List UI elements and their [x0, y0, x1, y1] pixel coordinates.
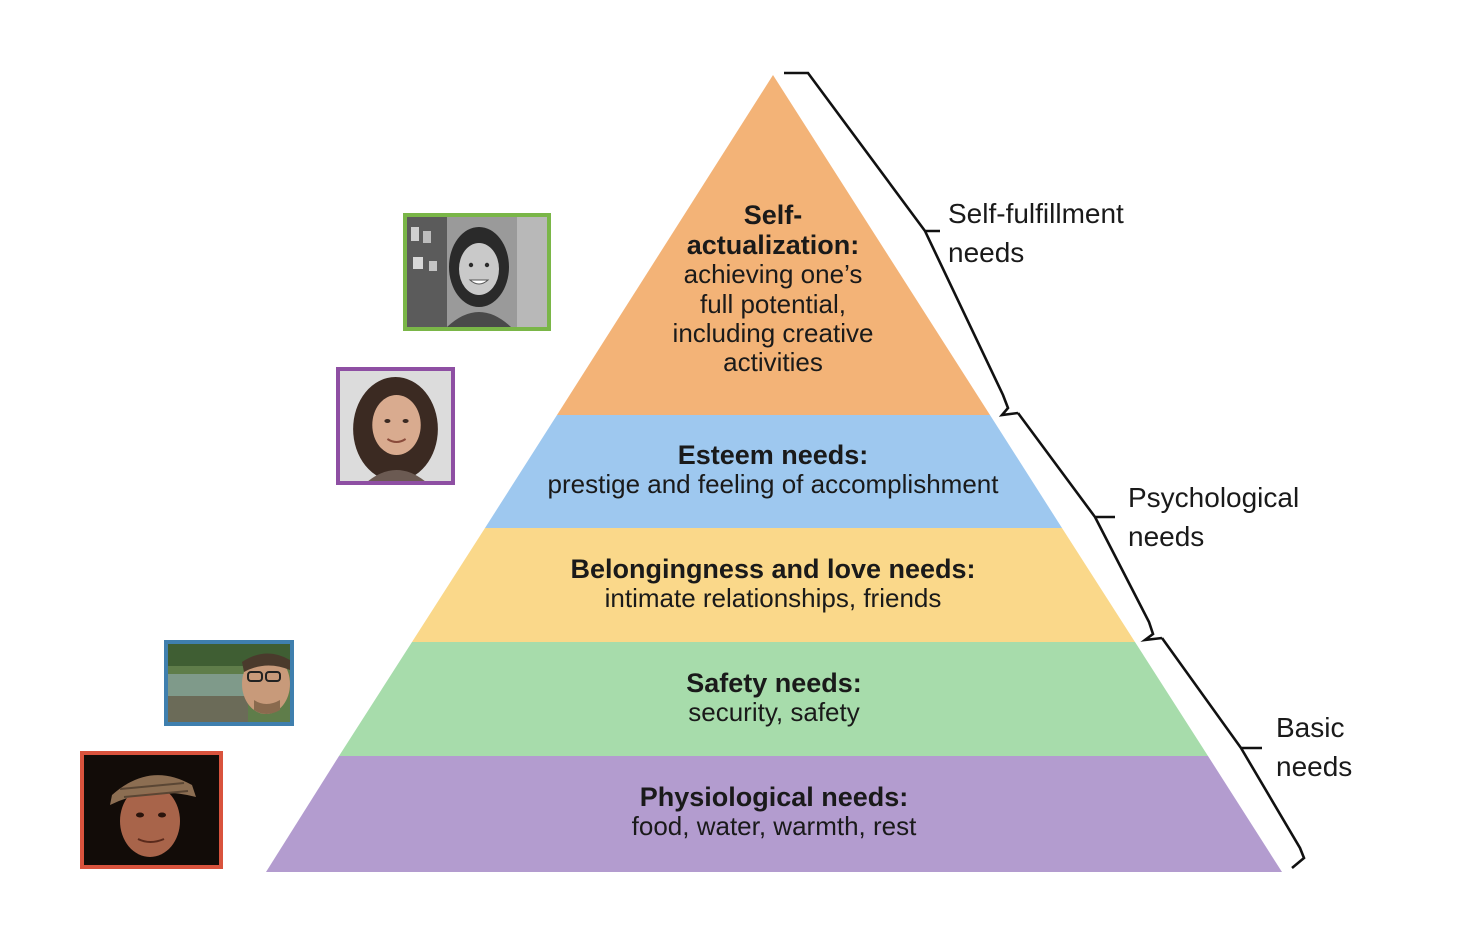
tier-self-desc: achieving one’s full potential, includin… — [672, 259, 874, 377]
tier-physio-text: Physiological needs: food, water, warmth… — [474, 782, 1074, 841]
brace-self-fulfillment — [784, 71, 1019, 417]
tier-physio-title: Physiological needs: — [639, 782, 909, 812]
tier-esteem-title: Esteem needs: — [677, 440, 869, 470]
tier-safety-desc: security, safety — [688, 697, 860, 728]
tier-esteem-text: Esteem needs: prestige and feeling of ac… — [500, 440, 1046, 499]
tier-safety-text: Safety needs: security, safety — [474, 668, 1074, 727]
portrait-man-glasses-image — [168, 644, 290, 722]
brace-basic — [1160, 637, 1306, 869]
tier-physio-shape — [266, 756, 1282, 872]
tier-belong-desc: intimate relationships, friends — [604, 583, 942, 614]
photo-man-cap — [80, 751, 223, 869]
brace-psychological — [1016, 412, 1163, 642]
tier-self-text: Self- actualization: achieving one’s ful… — [633, 200, 913, 377]
tier-physio-desc: food, water, warmth, rest — [631, 811, 917, 842]
group-basic-label: Basic needs — [1276, 712, 1353, 783]
tier-esteem-desc: prestige and feeling of accomplishment — [547, 469, 999, 500]
portrait-woman-smiling-image — [407, 217, 547, 327]
photo-woman-smiling — [403, 213, 551, 331]
tier-belong-title: Belongingness and love needs: — [570, 554, 976, 584]
portrait-man-cap-image — [84, 755, 219, 865]
portrait-woman-curly-image — [340, 371, 451, 481]
photo-woman-curly — [336, 367, 455, 485]
tier-belong-text: Belongingness and love needs: intimate r… — [470, 554, 1076, 613]
tier-self-shape — [557, 75, 990, 415]
group-self-fulfillment-label: Self-fulfillment needs — [948, 198, 1124, 269]
group-psychological-label: Psychological needs — [1128, 482, 1300, 553]
tier-belong-shape — [412, 528, 1135, 642]
tier-esteem-shape — [485, 415, 1062, 528]
tier-safety-title: Safety needs: — [686, 668, 862, 698]
photo-man-glasses — [164, 640, 294, 726]
tier-self-title: Self- actualization: — [686, 200, 860, 261]
tier-safety-shape — [339, 642, 1208, 756]
